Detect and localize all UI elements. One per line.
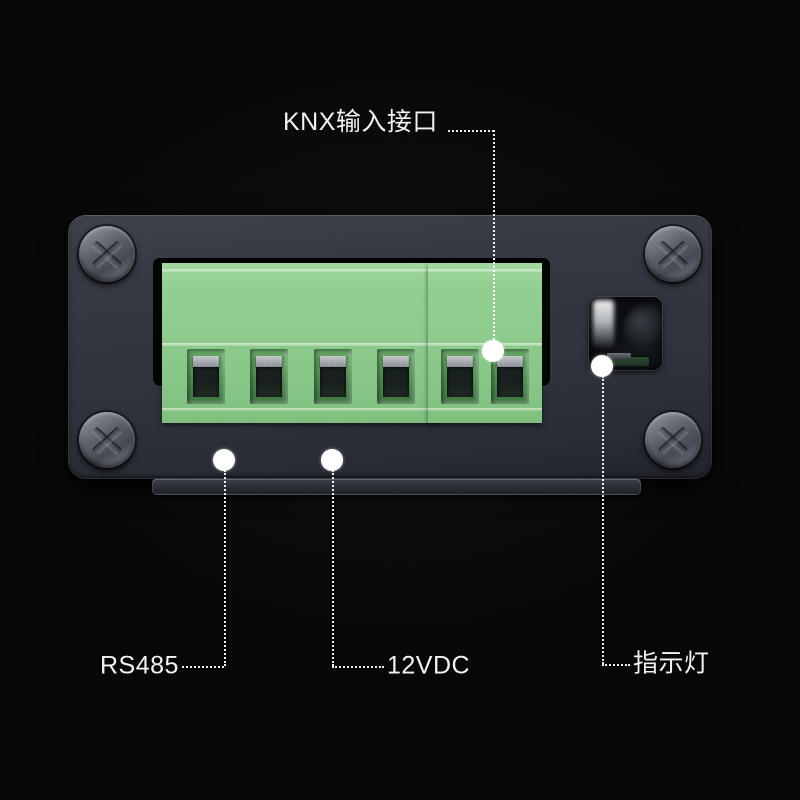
terminal-pin[interactable] bbox=[376, 349, 415, 404]
callout-dot-rs485[interactable] bbox=[213, 449, 235, 471]
mounting-rail bbox=[152, 478, 641, 495]
knx-module-device bbox=[68, 215, 712, 479]
terminal-pin[interactable] bbox=[250, 349, 289, 404]
terminal-bottom-line bbox=[162, 408, 440, 411]
terminal-block-4pin[interactable] bbox=[162, 263, 440, 423]
callout-leader-knx-horizontal bbox=[448, 130, 494, 132]
terminal-top-strip bbox=[428, 269, 542, 272]
terminal-clamp-icon bbox=[497, 356, 524, 367]
screw-top-right-icon bbox=[645, 226, 701, 282]
callout-leader-12vdc-vertical bbox=[332, 470, 334, 666]
terminal-clamp-icon bbox=[446, 356, 473, 367]
terminal-pin[interactable] bbox=[187, 349, 226, 404]
callout-leader-rs485-vertical bbox=[224, 470, 226, 666]
callout-label-12vdc: 12VDC bbox=[387, 651, 471, 680]
led-pcb bbox=[603, 357, 649, 366]
terminal-pin-row-4 bbox=[162, 349, 440, 404]
terminal-bottom-line bbox=[428, 408, 542, 411]
led-glare-icon bbox=[593, 300, 614, 347]
terminal-top-strip bbox=[162, 269, 440, 272]
callout-label-rs485: RS485 bbox=[100, 651, 179, 680]
terminal-pin[interactable] bbox=[491, 349, 530, 404]
terminal-clamp-icon bbox=[193, 356, 220, 367]
screw-bottom-left-icon bbox=[79, 412, 135, 468]
terminal-clamp-icon bbox=[319, 356, 346, 367]
callout-label-indicator: 指示灯 bbox=[633, 649, 710, 678]
callout-leader-rs485-horizontal bbox=[182, 666, 224, 668]
screw-bottom-right-icon bbox=[645, 412, 701, 468]
callout-dot-12vdc[interactable] bbox=[321, 449, 343, 471]
callout-leader-indicator-horizontal bbox=[602, 664, 630, 666]
led-sheen bbox=[624, 305, 662, 351]
terminal-mid-line bbox=[162, 343, 440, 346]
led-chip bbox=[607, 353, 631, 359]
terminal-pin[interactable] bbox=[440, 349, 479, 404]
callout-dot-knx[interactable] bbox=[482, 340, 504, 362]
terminal-pin[interactable] bbox=[313, 349, 352, 404]
screw-top-left-icon bbox=[79, 226, 135, 282]
terminal-clamp-icon bbox=[256, 356, 283, 367]
callout-leader-indicator-vertical bbox=[602, 376, 604, 664]
terminal-clamp-icon bbox=[382, 356, 409, 367]
terminal-pin-row-2 bbox=[428, 349, 542, 404]
callout-label-knx: KNX输入接口 bbox=[283, 108, 438, 136]
callout-dot-indicator[interactable] bbox=[591, 355, 613, 377]
callout-leader-knx-vertical bbox=[493, 130, 495, 344]
callout-leader-12vdc-horizontal bbox=[332, 666, 384, 668]
